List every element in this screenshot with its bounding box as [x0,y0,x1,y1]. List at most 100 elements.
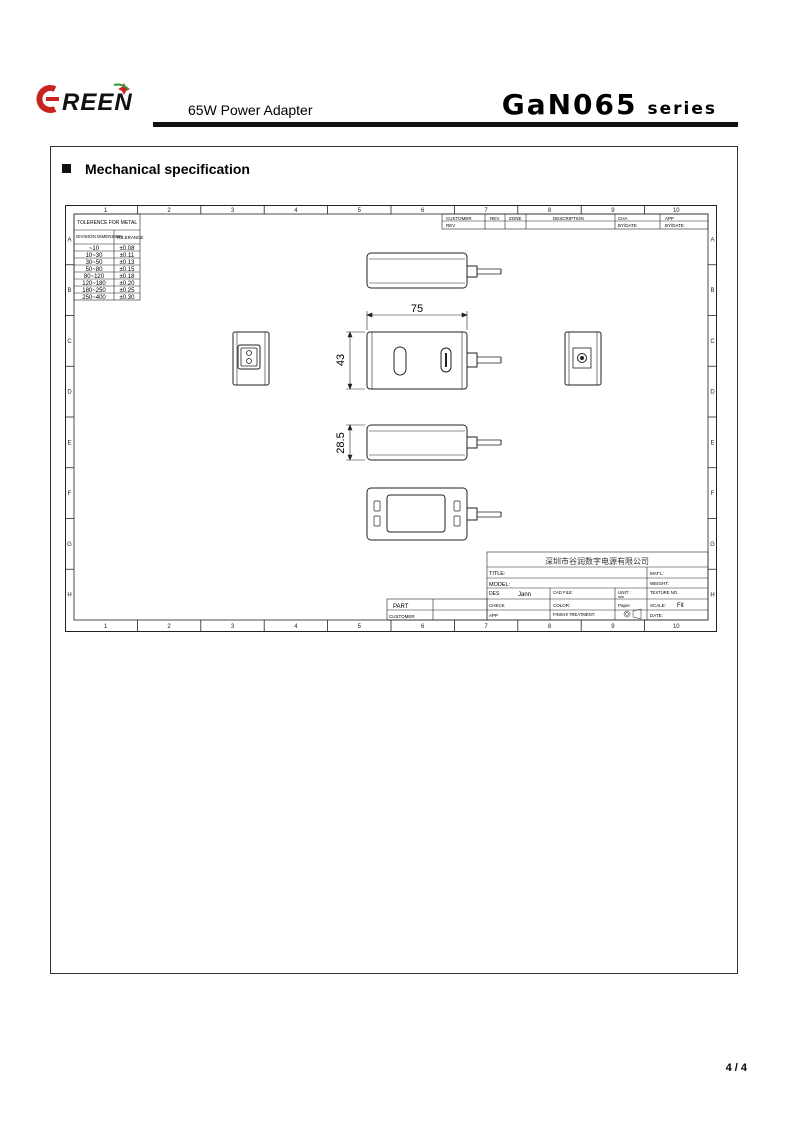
grid-col-label: 6 [421,624,425,630]
grid-row-label: D [710,390,715,396]
revision-block [441,213,709,230]
adapter-left-end-view [232,331,270,386]
grid-row-label: C [67,339,72,345]
series-name: GaN065 [501,88,638,121]
grid-row-label: H [710,593,714,599]
grid-col-label: 7 [484,208,488,214]
grid-col-label: 1 [104,208,108,214]
tolerance-division: 180~250 [82,288,106,294]
tb-date: DATE: [650,613,663,618]
grid-col-label: 7 [484,624,488,630]
tolerance-value: ±0.20 [120,281,136,287]
series-title: GaN065 series [502,88,717,121]
adapter-bottom-view [366,487,502,541]
header-rule [153,122,738,127]
grid-col-label: 3 [231,624,235,630]
dimension-length: 43 [335,354,347,366]
dimension-width: 75 [411,303,423,315]
grid-row-label: A [67,237,71,243]
tolerance-value: ±0.25 [120,288,136,294]
grid-col-label: 8 [548,624,552,630]
grid-col-label: 10 [673,624,680,630]
grid-col-label: 4 [294,624,298,630]
tolerance-division: ~10 [89,246,100,252]
grid-col-label: 8 [548,208,552,214]
drawing-outer-border [65,205,717,632]
adapter-top-view [366,252,502,289]
rev-description: DESCRIPTION [553,216,584,221]
grid-row-label: B [67,288,71,294]
grid-row-label: H [67,593,71,599]
rev-by-date-2: BY/DATE [665,223,684,228]
tolerance-division: 250~400 [82,295,106,301]
tolerance-value: ±0.13 [120,260,136,266]
grid-row-label: F [711,491,715,497]
tolerance-value: ±0.11 [120,253,135,259]
grid-row-label: E [710,440,714,446]
rev-zone: ZONE [509,216,522,221]
tolerance-division: 30~50 [86,260,104,266]
tb-check: CHECK [489,603,505,608]
tolerance-division: 120~180 [82,281,106,287]
rev-customer: CUSTOMER [446,216,472,221]
tolerance-title: TOLERENCE FOR METAL [77,220,137,226]
tolerance-header-tolerance: TOLERANCE [116,235,143,240]
grid-row-label: B [710,288,714,294]
tolerance-division: 50~80 [86,267,104,273]
page-number: 4 / 4 [725,1062,747,1074]
tb-designer: Jann [518,592,531,598]
grid-col-label: 6 [421,208,425,214]
dimension-height: 28.5 [335,432,347,453]
tb-weight: WEIGHT: [650,581,669,586]
tolerance-value: ±0.08 [120,246,136,252]
grid-row-label: C [710,339,715,345]
tb-company: 深圳市谷润数字电源有限公司 [545,556,649,566]
tb-customer: CUSTOMER [389,614,415,619]
rev-by-date-1: BY/DATE [618,223,637,228]
grid-col-label: 1 [104,624,108,630]
grid-col-label: 2 [167,624,171,630]
bullet-square-icon [62,164,71,173]
tb-part: PART [393,604,409,610]
grid-row-label: A [710,237,714,243]
green-logo: REEN [36,83,133,116]
tb-cad-file: CAD FILE: [553,590,573,595]
grid-col-label: 10 [673,208,680,214]
grid-col-label: 5 [358,624,362,630]
title-block [386,551,709,621]
projection-symbol-icon [623,608,642,620]
tb-title: TITLE: [489,571,506,577]
tb-texture: TEXTURE NO. [650,590,678,595]
tolerance-division: 80~120 [84,274,105,280]
tolerance-division: 10~30 [86,253,104,259]
series-suffix: series [647,99,717,119]
dimension-width-line [366,311,468,330]
tb-color: COLOR: [553,603,570,608]
tolerance-table [73,213,141,301]
adapter-front-view [366,331,502,390]
tb-matl: MAT'L: [650,571,664,576]
grid-col-label: 2 [167,208,171,214]
section-title: Mechanical specification [62,161,250,177]
grid-col-label: 3 [231,208,235,214]
tolerance-value: ±0.30 [120,295,136,301]
tb-paper: Paper [618,603,631,608]
tb-model: MODEL: [489,582,511,588]
tolerance-value: ±0.15 [120,267,136,273]
dimension-length-line [346,331,365,390]
tb-unit: UNIT : [618,590,631,595]
dimension-height-line [346,424,365,461]
content-frame [50,146,738,974]
svg-text:REEN: REEN [62,89,133,116]
tb-app: APP [489,613,498,618]
product-subtitle: 65W Power Adapter [188,102,313,118]
grid-row-label: D [67,390,72,396]
grid-col-label: 9 [611,208,615,214]
section-title-text: Mechanical specification [85,161,250,177]
tolerance-header-division: DIVISION DIMENSION [76,234,123,239]
grid-col-label: 9 [611,624,615,630]
tb-des: DES [489,591,500,597]
tb-finish: FINISH/ TREATMENT: [553,612,595,617]
grid-col-label: 4 [294,208,298,214]
